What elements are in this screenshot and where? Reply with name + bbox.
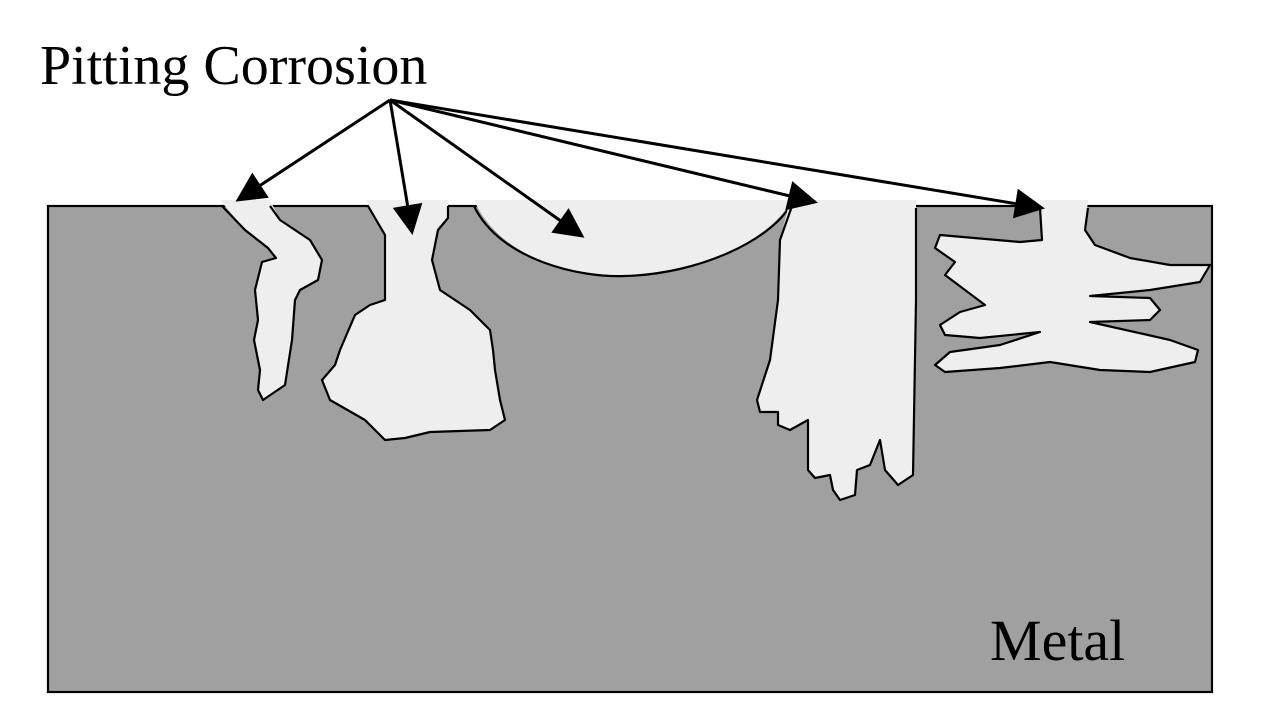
metal-label: Metal (990, 608, 1125, 673)
arrow-to-pit-4 (389, 98, 818, 211)
arrow-to-pit-2 (388, 99, 423, 235)
pit-horizontal-branched (933, 200, 1212, 374)
arrow-to-pit-3 (389, 98, 585, 238)
diagram-title: Pitting Corrosion (40, 35, 427, 97)
pit-narrow-wavy (220, 200, 324, 402)
pointer-arrows (235, 98, 1045, 238)
arrow-to-pit-1 (235, 98, 391, 202)
pit-deep-fingered (755, 200, 918, 502)
arrow-to-pit-5 (389, 98, 1045, 219)
pit-bulbous (320, 200, 507, 442)
